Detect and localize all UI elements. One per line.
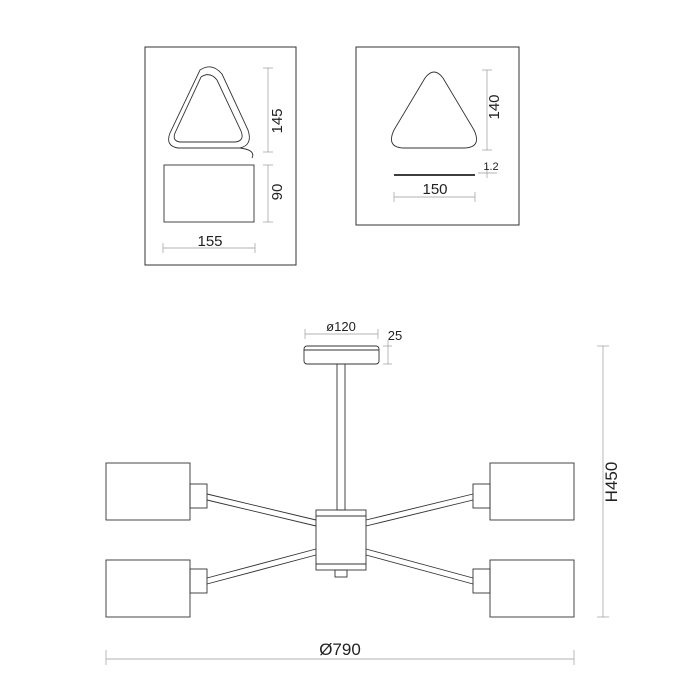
central-hub xyxy=(315,509,367,571)
shade-upper-left xyxy=(105,462,191,521)
hub-finial xyxy=(334,569,348,578)
triangle-frame-inner xyxy=(173,74,243,143)
rounded-triangle-plate xyxy=(391,71,477,149)
shade-upper-right xyxy=(489,462,575,521)
dimension-label-total-height: H450 xyxy=(602,462,621,503)
socket-upper-right xyxy=(472,483,491,509)
socket-lower-left xyxy=(189,568,208,594)
arm-lower-left xyxy=(206,548,317,585)
ceiling-canopy xyxy=(303,345,380,365)
dimension-width-155: 155 xyxy=(162,233,256,253)
dimension-height-145: 145 xyxy=(263,67,286,153)
arm-upper-right xyxy=(365,493,474,527)
triangle-frame-outline xyxy=(168,66,250,149)
dimension-label-canopy-height: 25 xyxy=(388,328,402,343)
triangle-frame-hook xyxy=(239,147,254,159)
dimension-width-150: 150 xyxy=(393,181,476,202)
socket-lower-right xyxy=(472,568,491,594)
shade-lower-right xyxy=(489,559,575,618)
arm-upper-left xyxy=(206,493,317,527)
arm-lower-right xyxy=(365,548,474,585)
dimension-thickness-1-2: 1.2 xyxy=(478,161,499,178)
detail-panel-right-frame xyxy=(355,46,520,226)
down-rod xyxy=(336,363,346,511)
dimension-label-145: 145 xyxy=(269,108,286,133)
dimension-height-140: 140 xyxy=(482,69,503,151)
dimension-total-diameter: Ø790 xyxy=(105,640,575,665)
shade-lower-left xyxy=(105,559,191,618)
dimension-canopy-diameter: ø120 xyxy=(304,319,379,339)
dimension-total-height: H450 xyxy=(597,345,621,618)
dimension-label-140: 140 xyxy=(486,94,503,119)
fixture-drawing: ø120 25 H450 Ø790 xyxy=(105,319,621,665)
socket-upper-left xyxy=(189,483,208,509)
detail-panel-left: 145 90 155 xyxy=(144,46,297,266)
detail-panel-right: 140 1.2 150 xyxy=(355,46,520,226)
dimension-label-150: 150 xyxy=(422,181,447,198)
dimension-canopy-height: 25 xyxy=(383,328,402,365)
dimension-label-1-2: 1.2 xyxy=(483,161,498,173)
dimension-label-155: 155 xyxy=(197,233,222,250)
detail-panel-left-frame xyxy=(144,46,297,266)
shade-body-rect xyxy=(163,164,255,223)
dimension-label-total-diameter: Ø790 xyxy=(319,640,361,659)
dimension-label-90: 90 xyxy=(269,184,286,201)
dimension-label-canopy-diameter: ø120 xyxy=(326,319,356,334)
dimension-height-90: 90 xyxy=(263,164,286,223)
